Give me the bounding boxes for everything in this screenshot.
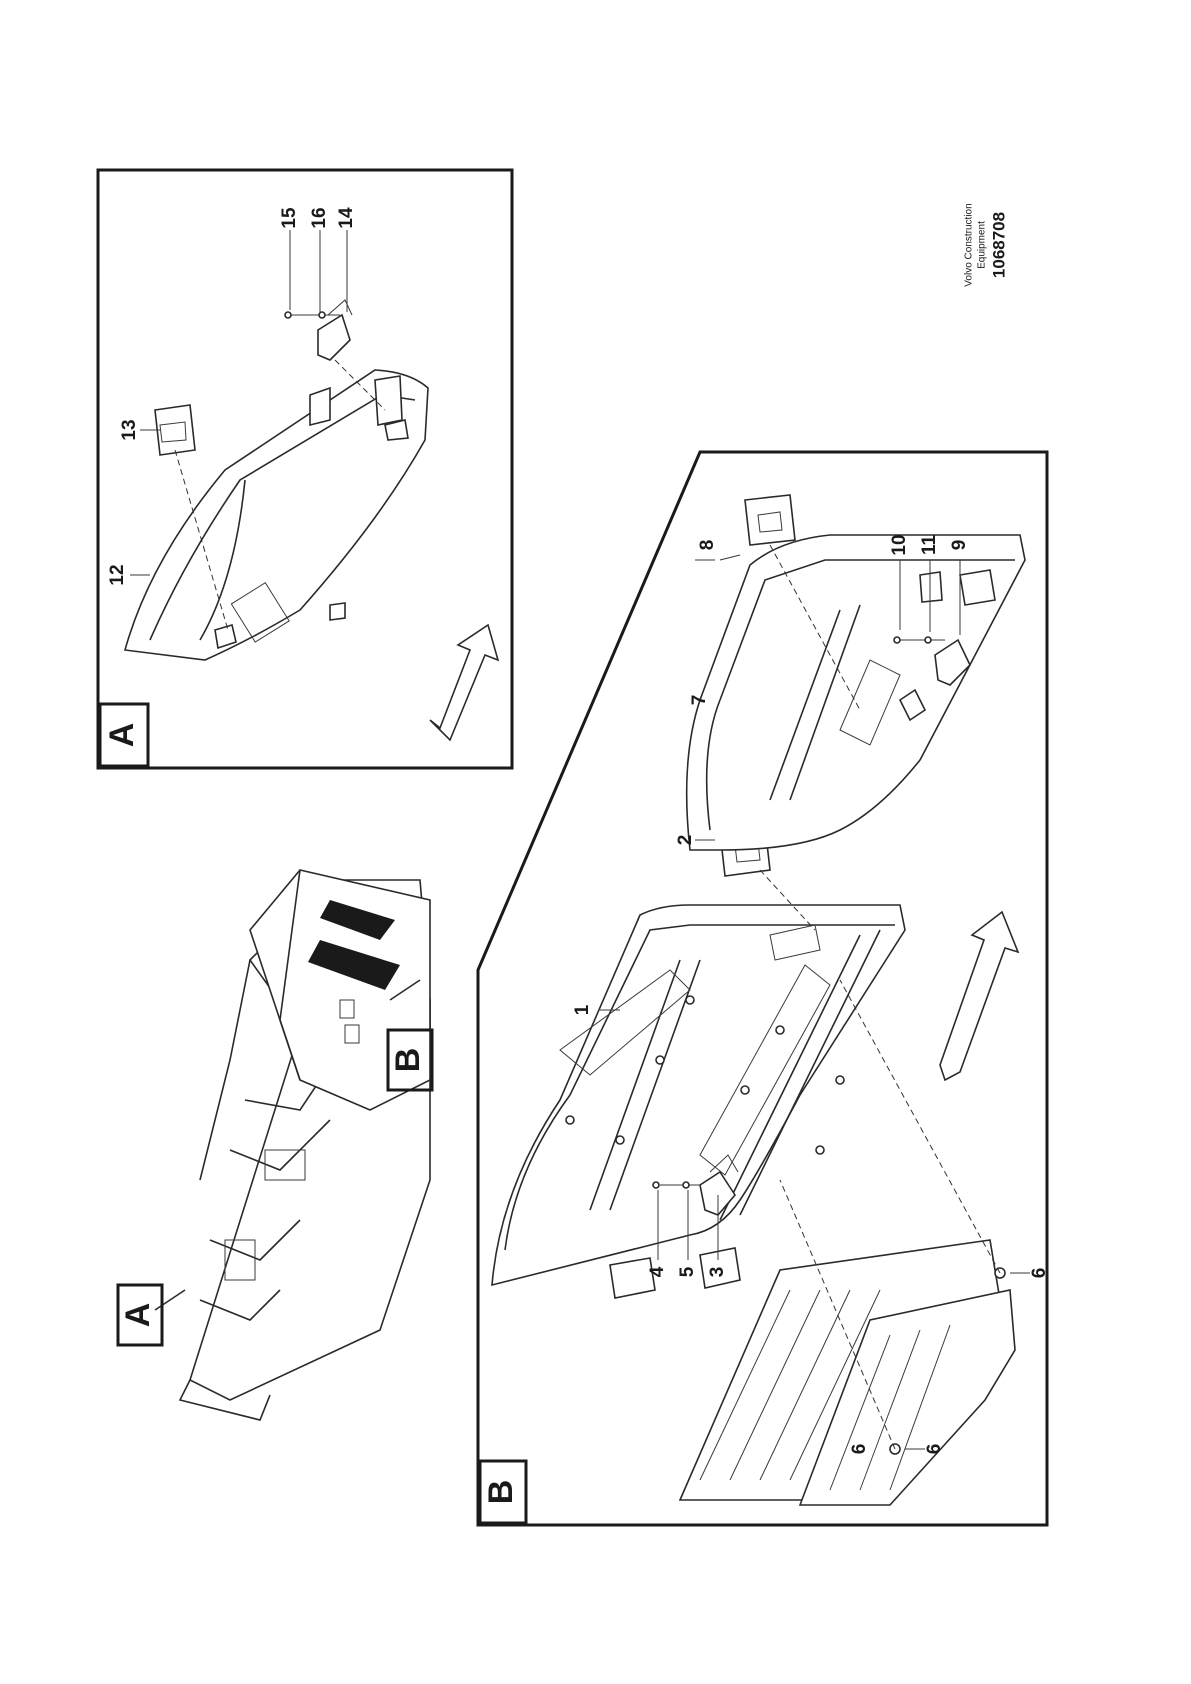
callout-15: 15 (279, 207, 300, 229)
overview-label-a-box (116, 1283, 164, 1347)
latch-plate-8 (744, 494, 796, 546)
view-a-letter-box (98, 702, 150, 768)
grille-panel-lower (798, 1289, 1016, 1506)
overview-label-b: B (389, 1048, 427, 1073)
callout-1: 1 (572, 1004, 593, 1015)
brand-line-2: Equipment (977, 221, 988, 269)
overview-label-a: A (119, 1303, 157, 1328)
direction-arrow-a (429, 623, 500, 742)
callout-10: 10 (889, 534, 910, 555)
handle-14 (317, 313, 351, 361)
view-b-letter: B (482, 1480, 520, 1505)
callout-13: 13 (119, 419, 140, 440)
view-b-frame (476, 450, 1049, 1527)
callout-5: 5 (677, 1266, 698, 1277)
callout-4: 4 (647, 1266, 668, 1277)
view-b: B (476, 450, 1049, 1527)
callout-14: 14 (336, 207, 357, 229)
latch-plate-13 (154, 404, 196, 456)
direction-arrow-b (939, 910, 1020, 1082)
view-a-frame (96, 168, 514, 770)
callout-6-left: 6 (849, 1444, 870, 1455)
brand-line-1: Volvo Construction (964, 203, 975, 286)
door-panel-12 (123, 369, 429, 661)
overview-label-b-box (386, 1028, 434, 1092)
handle-3 (699, 1170, 736, 1216)
callout-6-bottom: 6 (924, 1444, 945, 1455)
callout-12: 12 (107, 564, 128, 585)
callout-7: 7 (689, 695, 710, 706)
view-a-letter: A (103, 723, 141, 748)
callout-6-right: 6 (1029, 1268, 1050, 1279)
view-b-letter-box (478, 1459, 528, 1525)
document-code: 1068708 (989, 212, 1008, 278)
callout-3: 3 (707, 1267, 728, 1278)
overview-machine (154, 869, 431, 1421)
callout-11: 11 (919, 535, 940, 556)
callout-2: 2 (675, 835, 696, 846)
callout-8: 8 (697, 540, 718, 551)
callout-16: 16 (309, 207, 330, 228)
main-door-1 (491, 904, 906, 1287)
handle-9 (934, 638, 971, 686)
callout-9: 9 (949, 540, 970, 551)
view-a: A (96, 168, 514, 770)
